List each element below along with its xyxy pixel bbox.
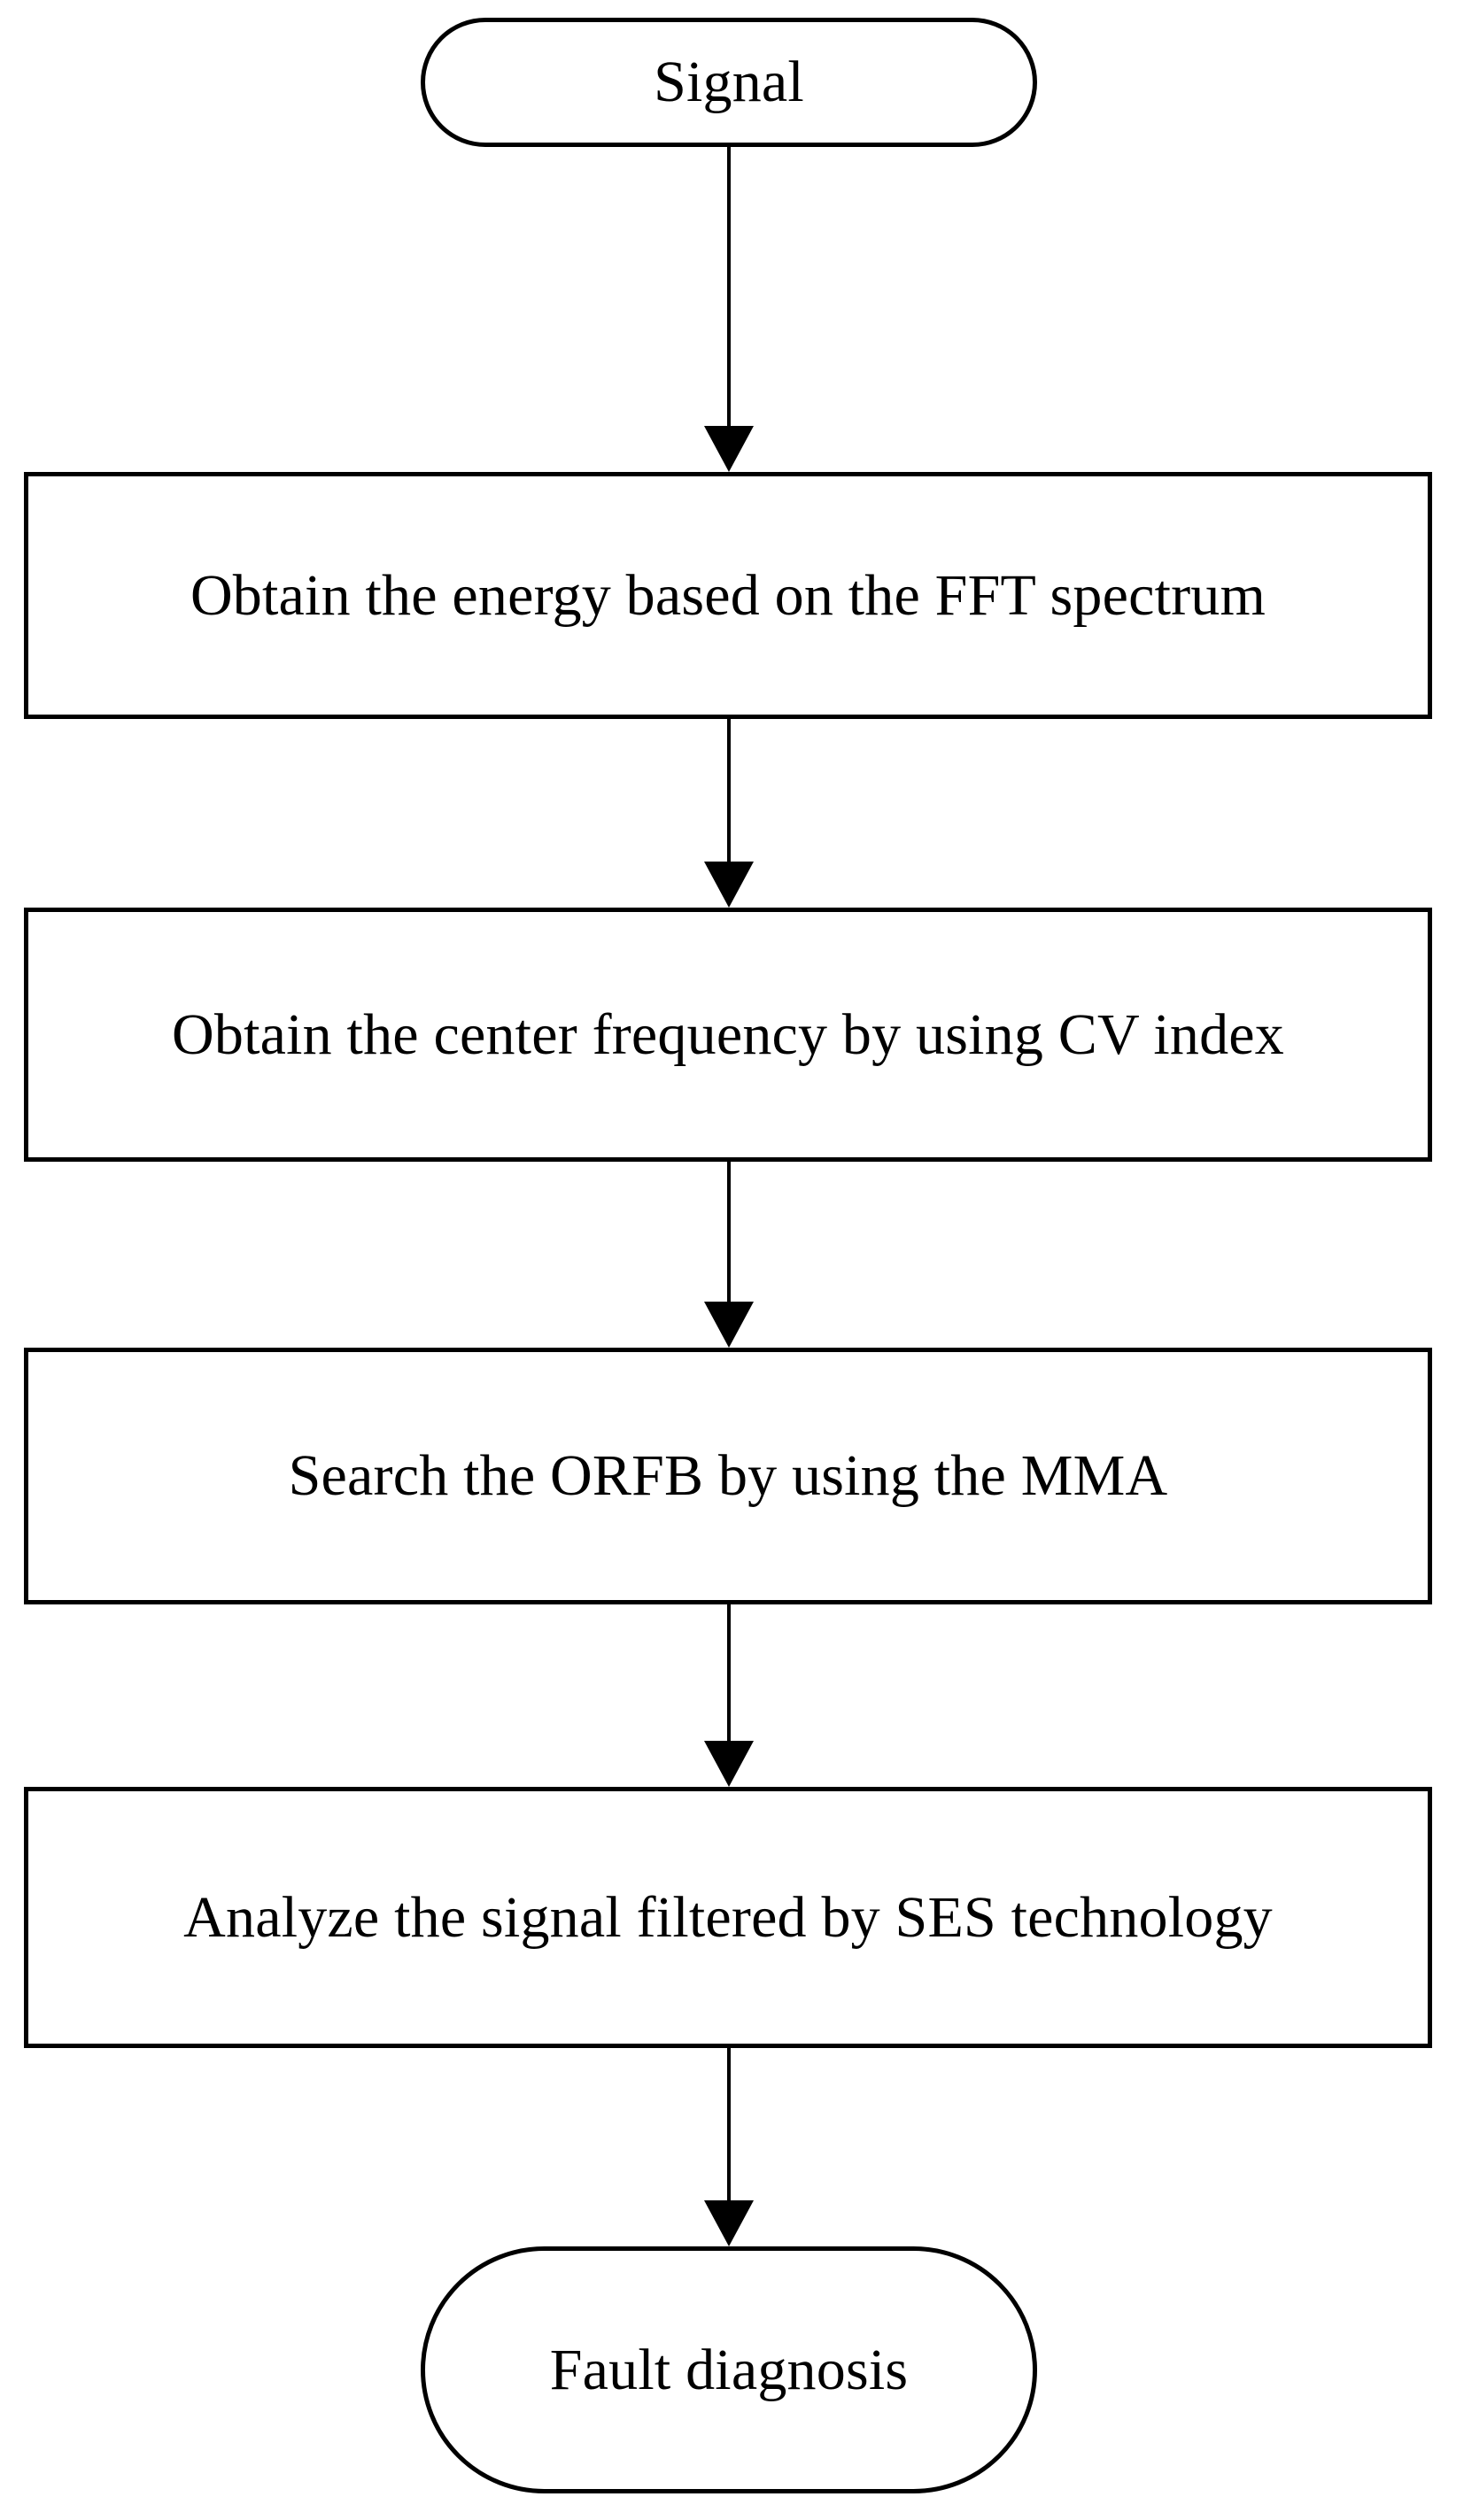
arrowhead-down-icon xyxy=(704,426,754,472)
arrowhead-down-icon xyxy=(704,1741,754,1787)
flow-edge-search-orfb-mma-to-analyze-ses xyxy=(704,1604,754,1787)
flow-node-analyze-ses[interactable]: Analyze the signal filtered by SES techn… xyxy=(24,1787,1432,2048)
flow-node-signal-label: Signal xyxy=(654,50,804,115)
flow-node-energy-fft-label: Obtain the energy based on the FFT spect… xyxy=(190,562,1266,628)
flow-edge-center-frequency-cv-to-search-orfb-mma xyxy=(704,1162,754,1348)
flow-node-signal[interactable]: Signal xyxy=(421,18,1037,147)
flow-node-center-frequency-cv-label: Obtain the center frequency by using CV … xyxy=(172,1001,1284,1067)
arrowhead-down-icon xyxy=(704,862,754,908)
edge-line xyxy=(727,147,731,426)
edge-line xyxy=(727,2048,731,2200)
flow-node-center-frequency-cv[interactable]: Obtain the center frequency by using CV … xyxy=(24,908,1432,1162)
flow-edge-analyze-ses-to-fault-diagnosis xyxy=(704,2048,754,2246)
flow-node-search-orfb-mma-label: Search the ORFB by using the MMA xyxy=(288,1443,1168,1509)
flow-node-search-orfb-mma[interactable]: Search the ORFB by using the MMA xyxy=(24,1348,1432,1604)
flow-edge-signal-to-energy-fft xyxy=(704,147,754,472)
flow-node-fault-diagnosis-label: Fault diagnosis xyxy=(549,2337,909,2402)
arrowhead-down-icon xyxy=(704,2200,754,2246)
edge-line xyxy=(727,719,731,862)
flow-node-energy-fft[interactable]: Obtain the energy based on the FFT spect… xyxy=(24,472,1432,719)
edge-line xyxy=(727,1162,731,1302)
flow-node-fault-diagnosis[interactable]: Fault diagnosis xyxy=(421,2246,1037,2493)
flow-edge-energy-fft-to-center-frequency-cv xyxy=(704,719,754,908)
arrowhead-down-icon xyxy=(704,1302,754,1348)
flow-node-analyze-ses-label: Analyze the signal filtered by SES techn… xyxy=(183,1884,1273,1950)
edge-line xyxy=(727,1604,731,1741)
